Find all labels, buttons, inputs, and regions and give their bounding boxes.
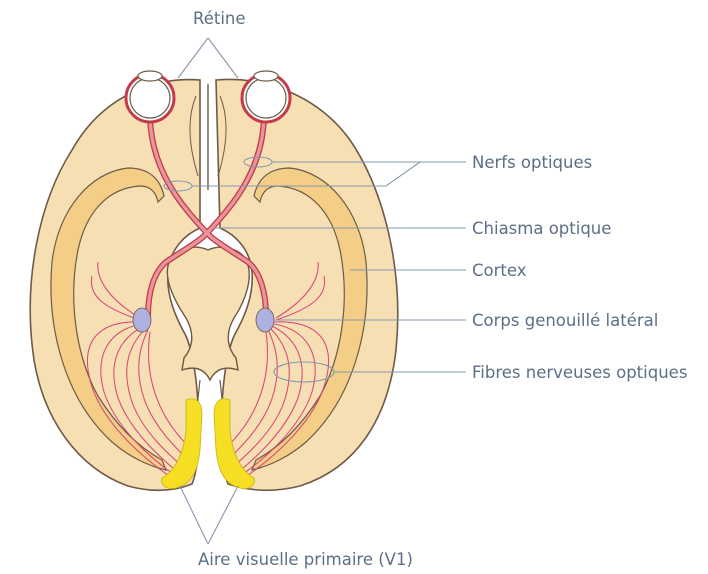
left-eye [126, 71, 174, 122]
label-optic-nerves: Nerfs optiques [472, 153, 592, 172]
label-lgn: Corps genouillé latéral [472, 311, 658, 330]
label-optic-chiasm: Chiasma optique [472, 219, 611, 238]
retina-leader [178, 38, 238, 78]
left-lgn [133, 308, 151, 332]
v1-leader [180, 486, 238, 544]
right-eye [242, 71, 290, 122]
label-retina: Rétine [193, 9, 246, 28]
right-lgn [256, 308, 274, 332]
label-v1: Aire visuelle primaire (V1) [198, 550, 413, 569]
label-optic-fibers: Fibres nerveuses optiques [472, 363, 687, 382]
label-cortex: Cortex [472, 261, 527, 280]
